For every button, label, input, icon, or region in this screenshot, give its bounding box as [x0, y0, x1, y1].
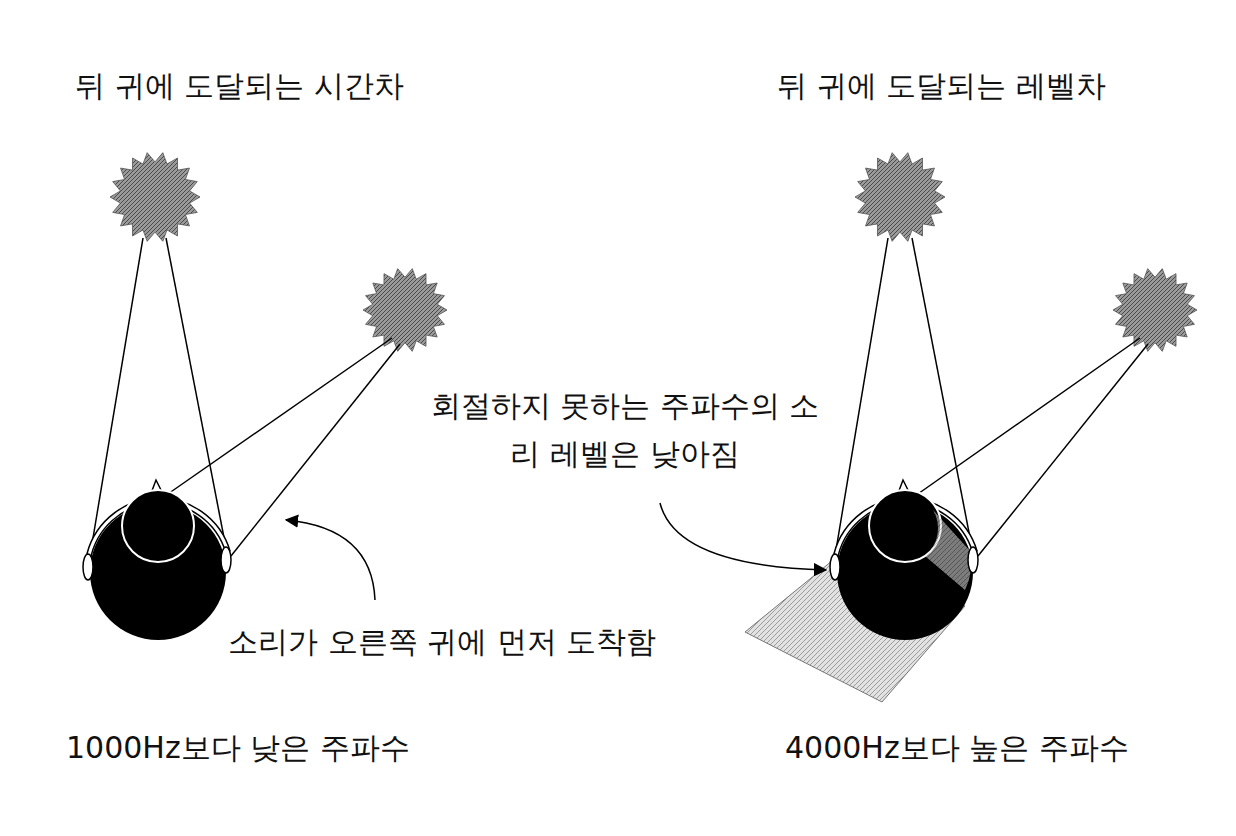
panel-caption: 1000Hz보다 낮은 주파수	[66, 724, 410, 772]
heads	[83, 480, 978, 640]
panel-caption: 4000Hz보다 높은 주파수	[785, 724, 1129, 772]
callout-label: 회절하지 못하는 주파수의 소리 레벨은 낮아짐	[430, 382, 820, 478]
sound-source	[363, 269, 447, 352]
head-top-view	[83, 480, 231, 640]
sound-source	[1113, 269, 1197, 352]
sound-rays	[90, 238, 1148, 556]
leader-arrow	[660, 503, 826, 570]
head-top-view	[830, 480, 978, 640]
sound-source	[855, 153, 945, 242]
panel-title: 뒤 귀에 도달되는 시간차	[75, 62, 404, 110]
panel-title: 뒤 귀에 도달되는 레벨차	[777, 62, 1106, 110]
callout-label: 소리가 오른쪽 귀에 먼저 도착함	[228, 618, 656, 666]
leader-arrow	[286, 520, 375, 600]
sound-source	[110, 153, 200, 242]
sound-sources	[110, 153, 1197, 352]
